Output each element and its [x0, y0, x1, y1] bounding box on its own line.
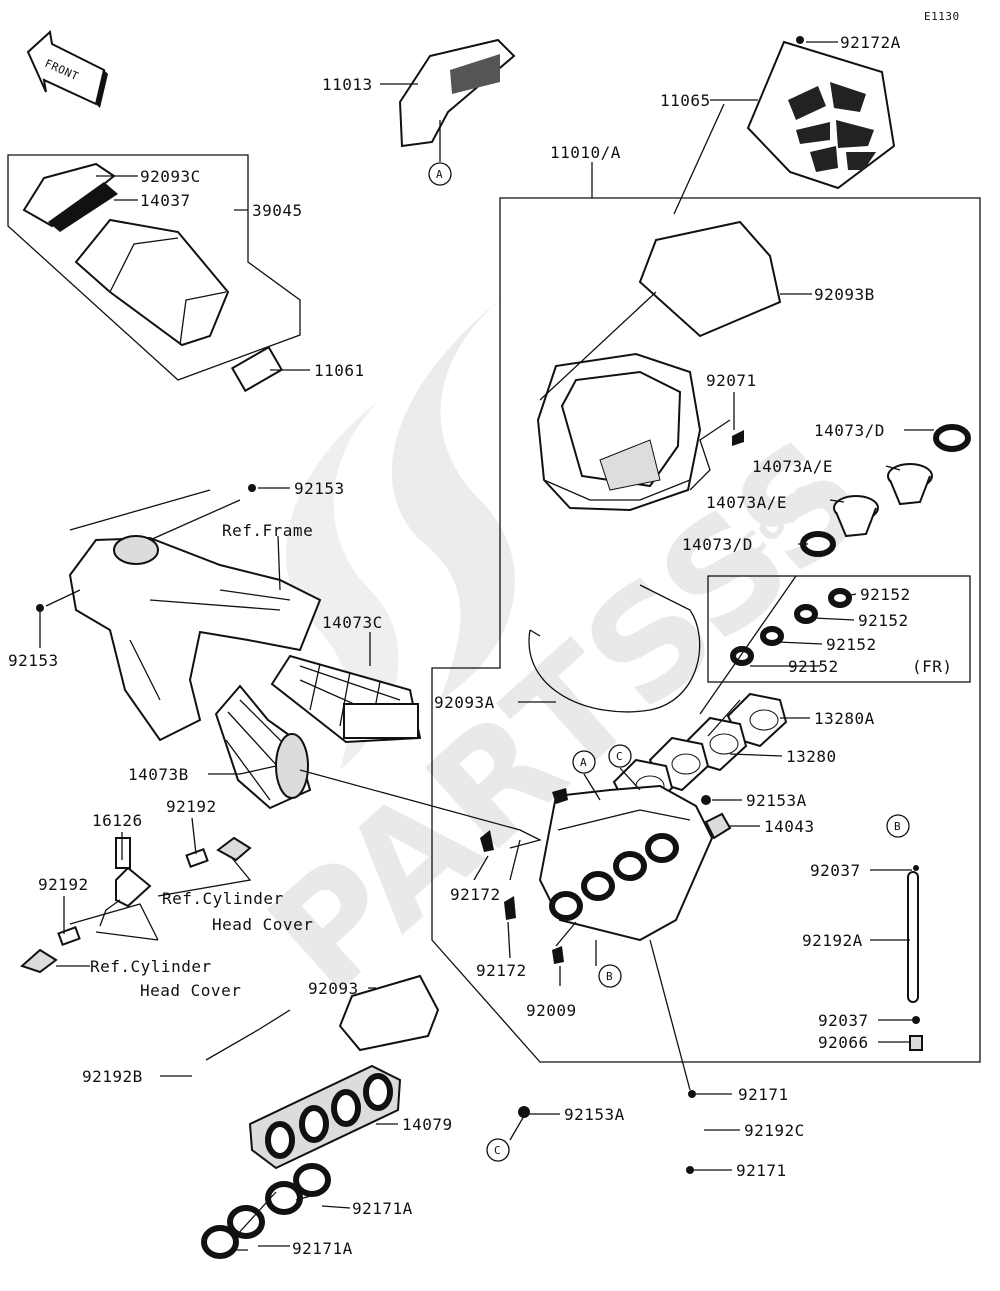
callout-92171-2: 92171	[736, 1161, 787, 1180]
gasket-92093a	[528, 584, 701, 713]
callout-92192a: 92192A	[802, 931, 863, 950]
callout-92172a: 92172A	[840, 33, 901, 52]
callout-14073d-2: 14073/D	[682, 535, 753, 554]
ref-marker-b-right: B	[894, 820, 901, 833]
reference-markers: A A C B B C	[428, 162, 910, 1162]
callout-92093c: 92093C	[140, 167, 201, 186]
callout-ref-frame: Ref.Frame	[222, 521, 313, 540]
callout-92009: 92009	[526, 1001, 577, 1020]
callout-92192b: 92192B	[82, 1067, 143, 1086]
callout-92093a: 92093A	[434, 693, 495, 712]
part-labels: 11013 92172A 11065 11010/A 92093C 14037 …	[8, 33, 953, 1258]
callout-11065: 11065	[660, 91, 711, 110]
duct-14073c	[270, 654, 422, 744]
callout-92037-1: 92037	[810, 861, 861, 880]
callout-92171a-1: 92171A	[352, 1199, 413, 1218]
duct-11013	[398, 38, 516, 148]
callout-92171a-2: 92171A	[292, 1239, 353, 1258]
callout-92093b: 92093B	[814, 285, 875, 304]
ref-marker-c-box: C	[616, 750, 623, 763]
callout-92152-4: 92152	[788, 657, 839, 676]
callout-92171-1: 92171	[738, 1085, 789, 1104]
gasket-92093	[338, 974, 440, 1052]
callout-92152-3: 92152	[826, 635, 877, 654]
callout-13280a: 13280A	[814, 709, 875, 728]
callout-92153-top: 92153	[294, 479, 345, 498]
callout-14037: 14037	[140, 191, 191, 210]
callout-92172-1: 92172	[450, 885, 501, 904]
kit-39045-box	[7, 154, 301, 393]
callout-92153a-1: 92153A	[746, 791, 807, 810]
clamps-92171a	[201, 1163, 331, 1259]
ref-marker-b-box: B	[606, 970, 613, 983]
ref-frame	[68, 535, 322, 742]
callout-ref-cylinder-2-line2: Head Cover	[140, 981, 241, 1000]
duct-14073b	[214, 684, 312, 810]
callout-92153-left: 92153	[8, 651, 59, 670]
bolt-92153a-upper	[701, 795, 711, 805]
callout-16126: 16126	[92, 811, 143, 830]
ducts-14073	[800, 424, 971, 557]
front-arrow-icon: FRONT	[26, 30, 108, 108]
callout-92152-1: 92152	[860, 585, 911, 604]
callout-92152-2: 92152	[858, 611, 909, 630]
callout-11010a: 11010/A	[550, 143, 621, 162]
callout-92066: 92066	[818, 1033, 869, 1052]
callout-92172-2: 92172	[476, 961, 527, 980]
filter-element-11065	[746, 40, 896, 190]
callout-92093: 92093	[308, 979, 359, 998]
clip-92171-lower	[686, 1166, 694, 1174]
callout-14073ae-2: 14073A/E	[706, 493, 787, 512]
bolt-92153a-lower	[518, 1106, 530, 1118]
callout-ref-cylinder-1-line1: Ref.Cylinder	[162, 889, 284, 908]
callout-92071: 92071	[706, 371, 757, 390]
ref-marker-c-bottom: C	[494, 1144, 501, 1157]
callout-14073b: 14073B	[128, 765, 189, 784]
callout-14079: 14079	[402, 1115, 453, 1134]
assembly-11010a-bracket	[431, 197, 981, 1063]
gasket-92093b	[638, 220, 782, 338]
bolt-92153-top	[248, 484, 256, 492]
callout-92192c: 92192C	[744, 1121, 805, 1140]
grommet-92071	[732, 430, 744, 446]
callout-92153a-2: 92153A	[564, 1105, 625, 1124]
callout-11013: 11013	[322, 75, 373, 94]
leader-lines	[39, 41, 934, 1251]
bolt-92172a	[796, 36, 804, 44]
clip-92171-upper	[688, 1090, 696, 1098]
ref-marker-a-box: A	[580, 756, 587, 769]
bolts-92172-92009	[480, 788, 568, 964]
box-92152-fr	[707, 575, 971, 683]
callout-14073ae-1: 14073A/E	[752, 457, 833, 476]
diagram-code: E1130	[924, 10, 960, 23]
callout-14073d-1: 14073/D	[814, 421, 885, 440]
callout-92037-2: 92037	[818, 1011, 869, 1030]
callout-14043: 14043	[764, 817, 815, 836]
callout-92192-left: 92192	[38, 875, 89, 894]
ref-marker-a-top: A	[436, 168, 443, 181]
callout-ref-cylinder-2-line1: Ref.Cylinder	[90, 957, 212, 976]
callout-11061: 11061	[314, 361, 365, 380]
bolt-92153-left	[36, 604, 44, 612]
callout-14073c: 14073C	[322, 613, 383, 632]
upper-housing	[536, 352, 702, 512]
filter-14043	[704, 812, 732, 840]
lower-housing	[538, 784, 714, 942]
callout-39045: 39045	[252, 201, 303, 220]
callout-92192-top: 92192	[166, 797, 217, 816]
callout-ref-cylinder-1-line2: Head Cover	[212, 915, 313, 934]
holder-14079	[248, 1064, 402, 1170]
callout-13280: 13280	[786, 747, 837, 766]
callout-fr: (FR)	[912, 657, 953, 676]
hose-92192a	[907, 865, 923, 1051]
